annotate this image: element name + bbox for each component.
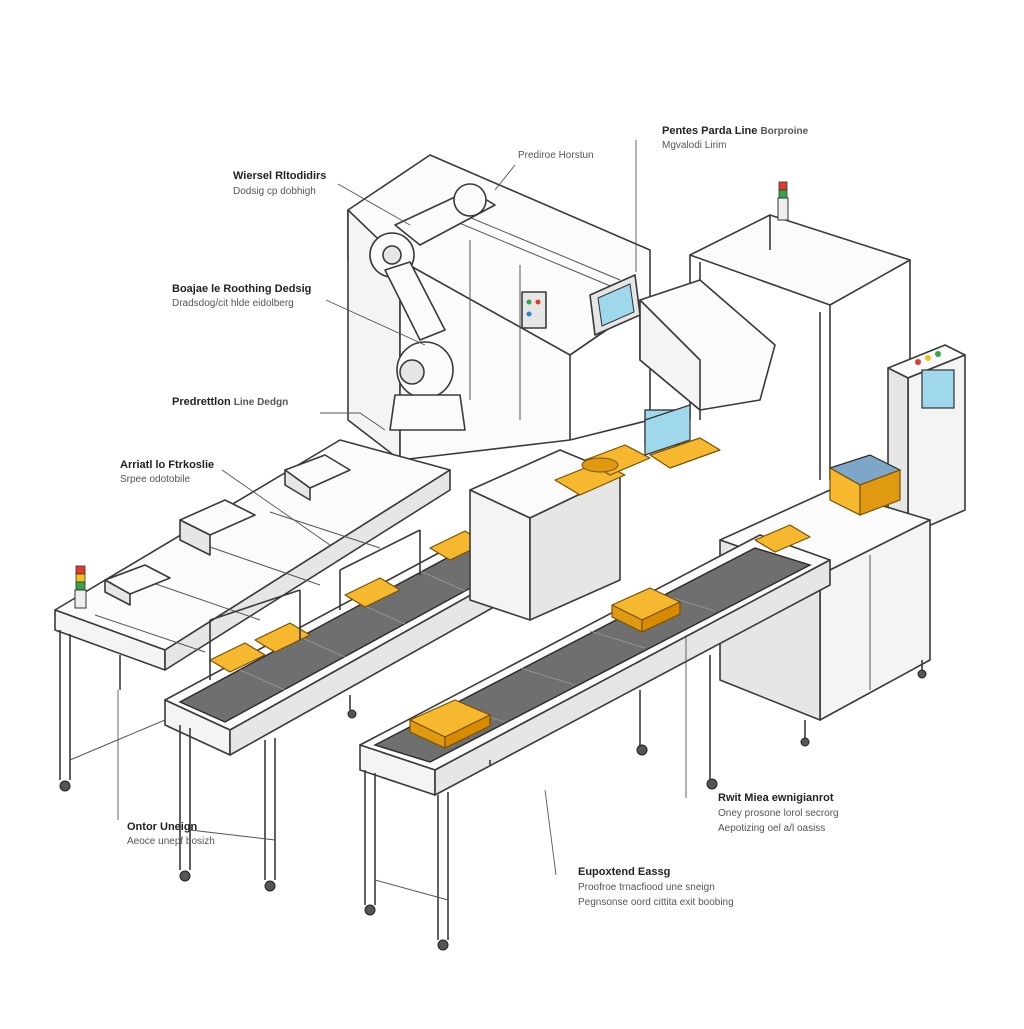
label-boajae-title: Boajae le Roothing Dedsig (172, 283, 311, 295)
label-arriati: Arriatl lo Ftrkoslie Srpee odotobile (120, 459, 214, 485)
label-eupoxtend-sub: Proofroe trnacfiood une sneign (578, 882, 715, 893)
hmi-screen-icon (597, 283, 635, 327)
label-boajae: Boajae le Roothing Dedsig Dradsdog/cit h… (172, 283, 311, 309)
label-ontor-title: Ontor Uneign (127, 821, 198, 833)
label-eupoxtend: Eupoxtend Eassg Proofroe trnacfiood une … (578, 866, 734, 908)
label-boajae-sub: Dradsdog/cit hlde eidolberg (172, 298, 294, 309)
assembly-station (469, 404, 721, 621)
label-ontor-sub: Aeoce unepf bosizh (127, 836, 215, 847)
label-predhoe: Prediroe Horstun (518, 150, 594, 161)
robot-arm-icon (369, 183, 496, 431)
label-arriati-sub: Srpee odotobile (120, 474, 190, 485)
label-partes-title: Pentes Parda Line Borproine (662, 125, 809, 137)
label-partes: Pentes Parda Line Borproine Mgvalodi Lir… (662, 125, 809, 151)
label-rwit-sub: Oney prosone lorol secrorg (718, 808, 839, 819)
label-eupoxtend-title: Eupoxtend Eassg (578, 866, 670, 878)
label-predhoe-title: Prediroe Horstun (518, 150, 594, 161)
label-wiersel: Wiersel Rltodidirs Dodsig cp dobhigh (233, 170, 326, 197)
control-panel-icon (921, 369, 955, 409)
front-conveyor (359, 524, 831, 951)
left-conveyor (54, 439, 451, 792)
label-wiersel-sub: Dodsig cp dobhigh (233, 186, 316, 197)
label-partes-sub: Mgvalodi Lirim (662, 140, 726, 151)
label-prodtion-title: Predrettlon Line Dedgn (172, 396, 288, 408)
middle-conveyor (164, 519, 561, 892)
label-arriati-title: Arriatl lo Ftrkoslie (120, 459, 214, 471)
label-ontor: Ontor Uneign Aeoce unepf bosizh (127, 821, 215, 847)
label-eupoxtend-sub2: Pegnsonse oord cittita exit boobing (578, 897, 734, 908)
label-rwit-sub2: Aepotizing oel a/l oasiss (718, 823, 825, 834)
stack-light-icon (74, 565, 87, 609)
cell-panel-icon (521, 291, 547, 329)
control-cabinet (887, 344, 966, 536)
label-rwit-title: Rwit Miea ewnigianrot (718, 792, 834, 804)
label-rwit: Rwit Miea ewnigianrot Oney prosone lorol… (718, 792, 839, 834)
label-wiersel-title: Wiersel Rltodidirs (233, 170, 326, 182)
leader-lines (117, 140, 687, 876)
label-prodtion: Predrettlon Line Dedgn (172, 396, 288, 408)
stack-light-icon (777, 181, 789, 221)
